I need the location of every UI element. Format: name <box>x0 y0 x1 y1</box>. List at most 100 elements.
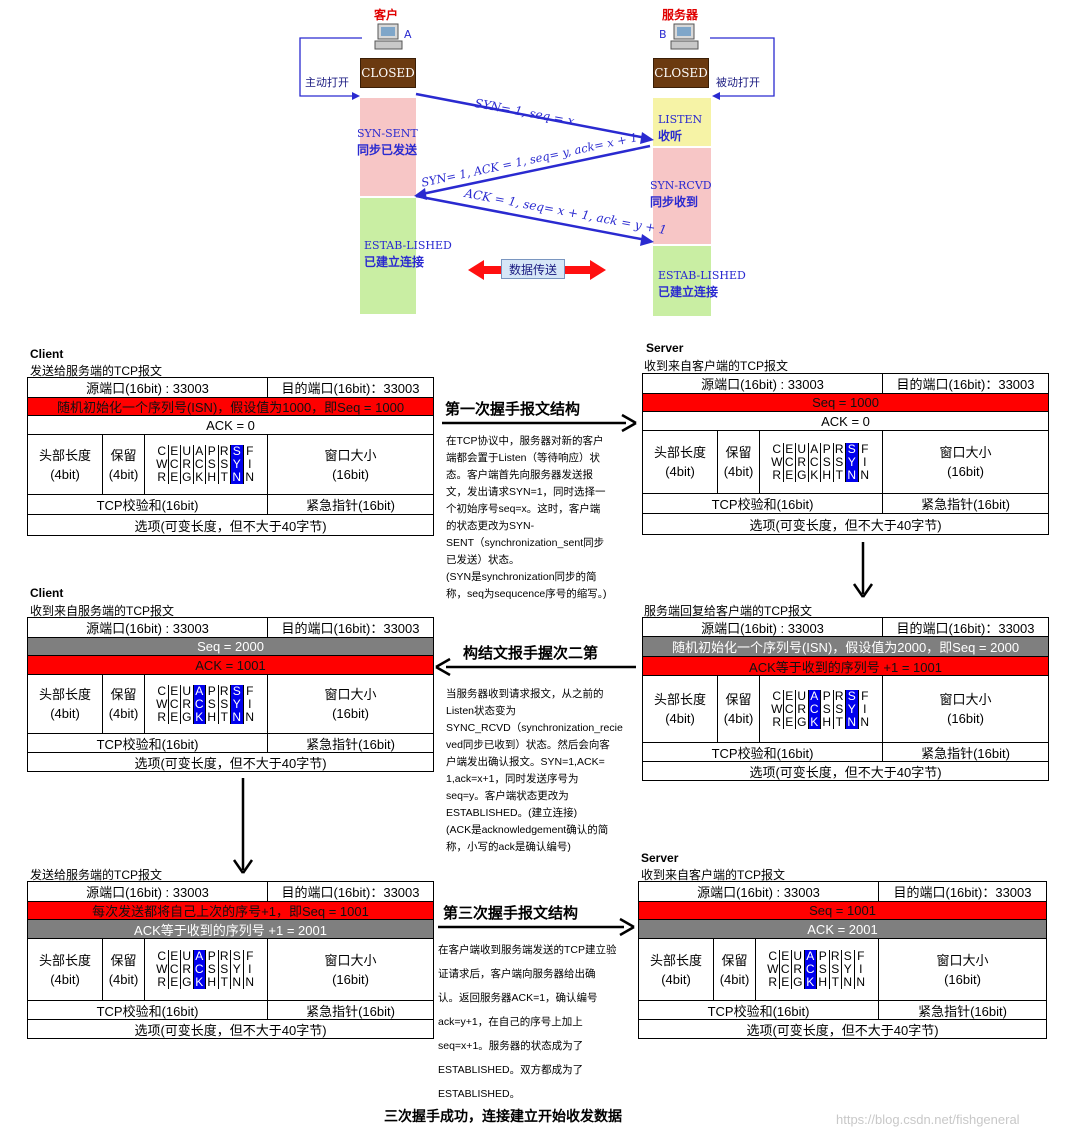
flag-letter: E <box>781 949 790 963</box>
flag-letter: R <box>793 962 803 976</box>
reserved-bits: (4bit) <box>723 711 754 726</box>
flag-letter: C <box>169 457 179 471</box>
client-closed-state: CLOSED <box>360 58 416 88</box>
urgent-pointer: 紧急指针(16bit) <box>921 497 1010 512</box>
flag-letter: F <box>246 444 254 458</box>
flag-letter: I <box>248 696 252 711</box>
ack-field: ACK = 0 <box>206 417 255 433</box>
flag-letter: Y <box>232 696 241 711</box>
flag-letter: W <box>156 696 168 711</box>
flag-letter: S <box>220 457 229 471</box>
seq-field: Seq = 1000 <box>812 395 879 410</box>
flag-letter: C <box>194 696 204 711</box>
flag-letter: T <box>835 714 843 729</box>
flag-letter: Y <box>847 701 856 716</box>
server-established-en: ESTAB-LISHED <box>658 269 746 282</box>
ack-field: ACK = 0 <box>821 413 870 429</box>
server-letter: B <box>659 28 667 41</box>
ack-field: ACK等于收到的序列号 +1 = 2001 <box>134 922 327 938</box>
dst-port: 目的端口(16bit)：33003 <box>281 381 420 396</box>
flag-letter: E <box>170 683 179 698</box>
step1-right-arrow <box>442 413 637 433</box>
window-size: 窗口大小 <box>939 692 992 707</box>
server3-subtitle: 收到来自客户端的TCP报文 <box>641 868 786 882</box>
flag-letter: W <box>156 457 168 471</box>
seq-field: 随机初始化一个序列号(ISN)，假设值为1000，即Seq = 1000 <box>56 400 405 415</box>
src-port: 源端口(16bit) : 33003 <box>28 882 268 901</box>
flag-letter: U <box>182 444 192 458</box>
flag-letter: T <box>220 975 228 989</box>
flag-letter: C <box>805 962 815 976</box>
flag-letter: W <box>771 454 783 469</box>
flag-letter: H <box>207 975 217 989</box>
reserved: 保留 <box>110 687 137 702</box>
flag-letter: P <box>818 949 827 963</box>
options: 选项(可变长度，但不大于40字节) <box>134 1023 327 1038</box>
flag-letter: P <box>207 949 216 963</box>
flag-letter: N <box>232 975 242 989</box>
flag-letter: N <box>245 470 255 484</box>
dst-port: 目的端口(16bit)：33003 <box>893 885 1032 900</box>
flag-letter: W <box>771 701 783 716</box>
flag-letter: N <box>232 470 242 484</box>
window-size-bits: (16bit) <box>944 971 981 987</box>
reserved-bits: (4bit) <box>108 706 139 721</box>
client-established-bar <box>360 198 416 314</box>
flag-letter: U <box>797 688 807 703</box>
seq-field: 随机初始化一个序列号(ISN)，假设值为2000，即Seq = 2000 <box>671 640 1020 655</box>
syn-sent-en: SYN-SENT <box>357 127 418 140</box>
flag-letter: H <box>207 709 217 724</box>
flag-letter: R <box>219 683 229 698</box>
src-port: 源端口(16bit) : 33003 <box>643 374 883 393</box>
flag-letter: K <box>806 975 815 989</box>
window-size: 窗口大小 <box>324 687 377 702</box>
client2-subtitle: 收到来自服务端的TCP报文 <box>30 604 175 618</box>
src-port: 源端口(16bit) : 33003 <box>28 378 268 397</box>
client3-subtitle: 发送给服务端的TCP报文 <box>30 868 163 882</box>
flag-letter: S <box>818 962 827 976</box>
flag-letter: C <box>157 949 167 963</box>
step2-description: 当服务器收到请求报文，从之前的 Listen状态变为 SYNC_RCVD（syn… <box>446 688 623 853</box>
flag-letter: S <box>831 962 840 976</box>
flag-letter: I <box>863 454 867 469</box>
header-length-bits: (4bit) <box>665 464 695 479</box>
flag-letter: R <box>834 441 844 456</box>
client-letter: A <box>404 28 412 41</box>
watermark: https://blog.csdn.net/fishgeneral <box>836 1112 1020 1127</box>
data-transfer-label: 数据传送 <box>501 259 565 279</box>
flag-letter: G <box>182 975 192 989</box>
step2-left-arrow <box>435 657 636 677</box>
flag-letter: R <box>772 467 782 482</box>
flag-letter: T <box>220 470 228 484</box>
flag-letter: C <box>157 444 167 458</box>
client-syn-sent-bar <box>360 98 416 196</box>
flag-letter: R <box>768 975 778 989</box>
flag-letter: U <box>182 683 192 698</box>
header-length: 头部长度 <box>38 687 91 702</box>
flag-letter: R <box>772 714 782 729</box>
flag-letter: E <box>170 444 179 458</box>
flag-letter: F <box>246 949 254 963</box>
server2-subtitle: 服务端回复给客户端的TCP报文 <box>644 604 813 618</box>
flag-letter: S <box>822 701 831 716</box>
flag-letter: C <box>809 454 819 469</box>
